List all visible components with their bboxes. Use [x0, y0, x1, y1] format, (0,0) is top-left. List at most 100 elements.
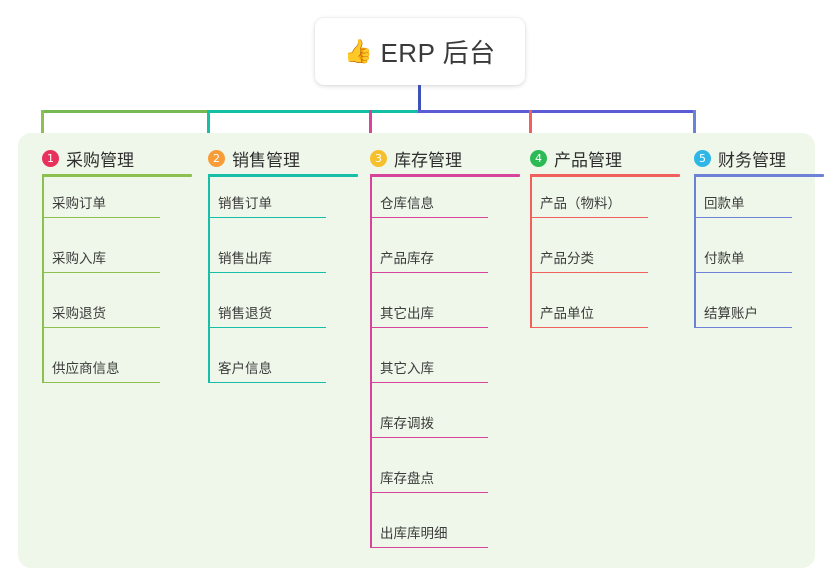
- branch-item-rule: [208, 326, 326, 328]
- branch-header-rule: [530, 174, 680, 177]
- branch-item[interactable]: 产品库存: [370, 243, 488, 273]
- connector-drop-4: [529, 110, 532, 139]
- branch-number-badge: 4: [530, 149, 547, 167]
- branch-header-rule: [42, 174, 192, 177]
- branch-header-rule: [694, 174, 824, 177]
- branch-item-label: 采购退货: [52, 306, 106, 321]
- branch-item-rule: [208, 216, 326, 218]
- connector-bar-right: [418, 110, 696, 113]
- branch-spine: [530, 174, 532, 328]
- branch-item[interactable]: 库存调拨: [370, 408, 488, 438]
- branch-number-badge: 5: [694, 149, 711, 167]
- branch-item-rule: [530, 271, 648, 273]
- branch-header-rule: [208, 174, 358, 177]
- branch-item-rule: [42, 381, 160, 383]
- branch-number-badge: 3: [370, 149, 387, 167]
- branch-item-label: 采购入库: [52, 251, 106, 266]
- branch-item-rule: [370, 436, 488, 438]
- branch-item[interactable]: 采购退货: [42, 298, 160, 328]
- branch-item-label: 其它入库: [380, 361, 434, 376]
- branches-panel: [18, 133, 815, 568]
- branch-item[interactable]: 采购入库: [42, 243, 160, 273]
- branch-item[interactable]: 产品分类: [530, 243, 648, 273]
- branch-item-label: 库存调拨: [380, 416, 434, 431]
- branch-item-rule: [42, 216, 160, 218]
- branch-header-产品管理[interactable]: 4 产品管理: [530, 145, 622, 171]
- branch-item-rule: [370, 491, 488, 493]
- branch-item[interactable]: 付款单: [694, 243, 792, 273]
- branch-item[interactable]: 客户信息: [208, 353, 326, 383]
- branch-item-rule: [42, 271, 160, 273]
- branch-item-label: 其它出库: [380, 306, 434, 321]
- branch-item-label: 销售出库: [218, 251, 272, 266]
- branch-item-label: 客户信息: [218, 361, 272, 376]
- branch-item-label: 产品（物料）: [540, 196, 621, 211]
- branch-item-rule: [694, 271, 792, 273]
- branch-item-label: 产品分类: [540, 251, 594, 266]
- branch-item-rule: [370, 326, 488, 328]
- branch-item[interactable]: 产品（物料）: [530, 188, 648, 218]
- branch-item-label: 库存盘点: [380, 471, 434, 486]
- branch-item[interactable]: 供应商信息: [42, 353, 160, 383]
- connector-bar-left: [41, 110, 208, 113]
- branch-item-label: 供应商信息: [52, 361, 120, 376]
- page-title: ERP 后台: [380, 38, 496, 68]
- branch-header-财务管理[interactable]: 5 财务管理: [694, 145, 786, 171]
- branch-item[interactable]: 回款单: [694, 188, 792, 218]
- branch-item[interactable]: 仓库信息: [370, 188, 488, 218]
- branch-item-label: 仓库信息: [380, 196, 434, 211]
- branch-item[interactable]: 销售订单: [208, 188, 326, 218]
- branch-item-rule: [694, 216, 792, 218]
- branch-item[interactable]: 产品单位: [530, 298, 648, 328]
- branch-title: 采购管理: [66, 150, 134, 170]
- branch-item[interactable]: 销售退货: [208, 298, 326, 328]
- branch-item-rule: [530, 216, 648, 218]
- branch-item[interactable]: 出库库明细: [370, 518, 488, 548]
- connector-drop-1: [41, 110, 44, 139]
- connector-bar-mid: [207, 110, 419, 113]
- branch-item-label: 采购订单: [52, 196, 106, 211]
- branch-item[interactable]: 其它入库: [370, 353, 488, 383]
- branch-item-rule: [530, 326, 648, 328]
- branch-item[interactable]: 销售出库: [208, 243, 326, 273]
- branch-header-rule: [370, 174, 520, 177]
- branch-item-label: 产品库存: [380, 251, 434, 266]
- branch-number-badge: 2: [208, 149, 225, 167]
- branch-item-rule: [370, 546, 488, 548]
- branch-item-label: 销售订单: [218, 196, 272, 211]
- branch-spine: [208, 174, 210, 383]
- branch-spine: [694, 174, 696, 328]
- connector-drop-5: [693, 110, 696, 139]
- branch-item-rule: [370, 381, 488, 383]
- branch-item[interactable]: 结算账户: [694, 298, 792, 328]
- connector-drop-2: [207, 110, 210, 139]
- branch-item-rule: [208, 381, 326, 383]
- root-node-content: 👍 ERP 后台: [344, 33, 495, 70]
- branch-item[interactable]: 库存盘点: [370, 463, 488, 493]
- branch-item-rule: [42, 326, 160, 328]
- branch-spine: [42, 174, 44, 383]
- branch-title: 财务管理: [718, 150, 786, 170]
- branch-item-rule: [694, 326, 792, 328]
- branch-header-销售管理[interactable]: 2 销售管理: [208, 145, 300, 171]
- branch-header-采购管理[interactable]: 1 采购管理: [42, 145, 134, 171]
- branch-title: 产品管理: [554, 150, 622, 170]
- branch-item-label: 结算账户: [704, 306, 758, 321]
- branch-item-label: 回款单: [704, 196, 745, 211]
- branch-item-label: 产品单位: [540, 306, 594, 321]
- root-node-erp-backend[interactable]: 👍 ERP 后台: [315, 18, 525, 85]
- connector-root-stem: [417, 85, 421, 113]
- branch-item[interactable]: 采购订单: [42, 188, 160, 218]
- branch-item[interactable]: 其它出库: [370, 298, 488, 328]
- branch-title: 销售管理: [232, 150, 300, 170]
- branch-number-badge: 1: [42, 149, 59, 167]
- branch-item-rule: [208, 271, 326, 273]
- branch-item-rule: [370, 271, 488, 273]
- branch-item-label: 销售退货: [218, 306, 272, 321]
- connector-drop-3: [369, 110, 372, 139]
- branch-item-label: 付款单: [704, 251, 745, 266]
- thumbs-up-icon: 👍: [344, 38, 374, 64]
- branch-item-rule: [370, 216, 488, 218]
